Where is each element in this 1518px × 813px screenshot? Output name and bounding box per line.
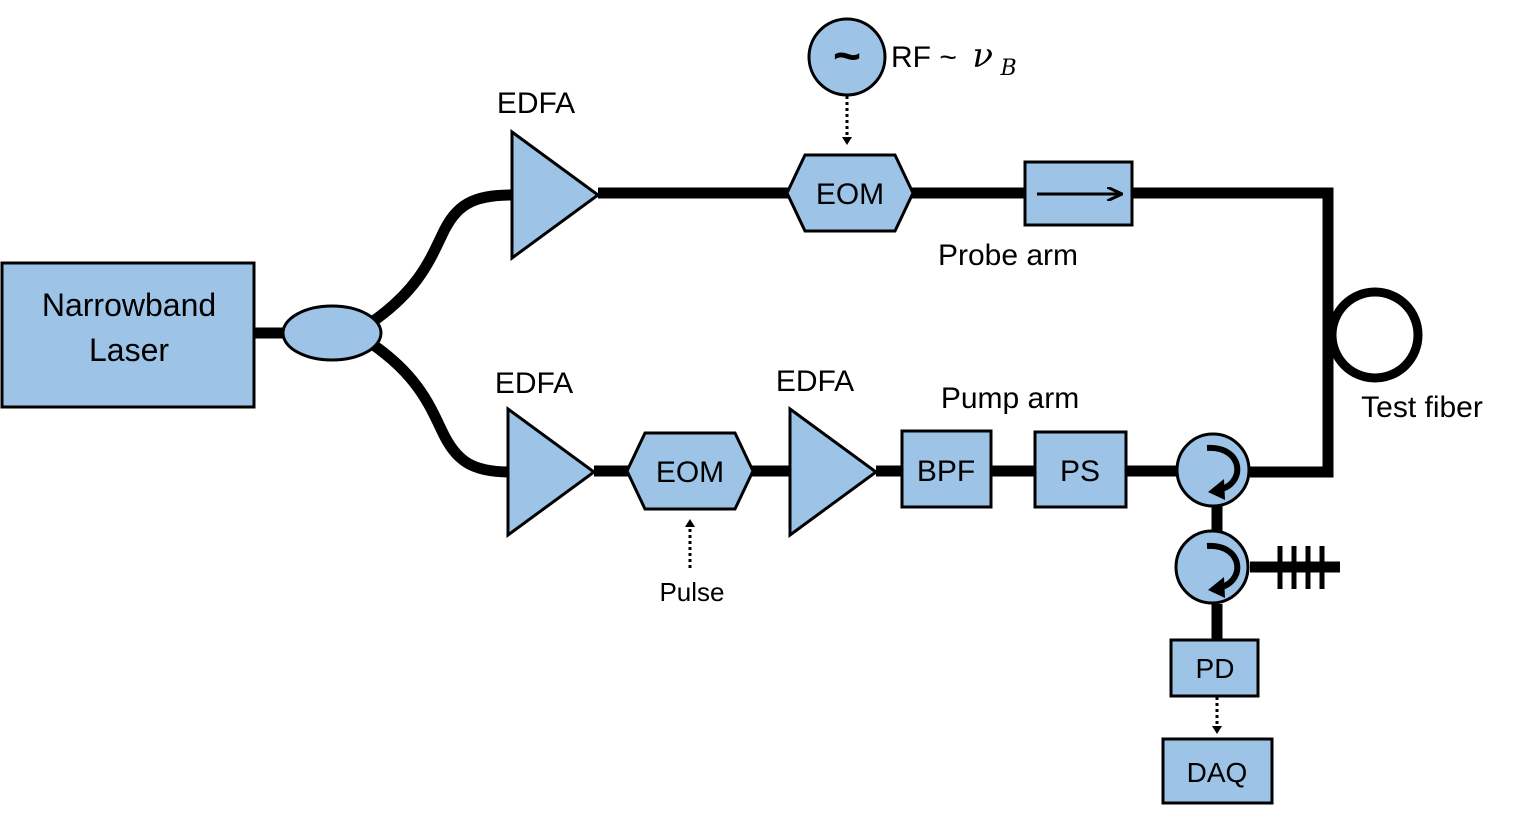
pump-edfa-2: EDFA [776,365,879,538]
laser-box [0,261,256,409]
probe-isolator-to-test-fiber [1132,187,1334,478]
circulator-2 [1174,529,1250,605]
probe-eom: EOM [785,153,915,233]
circulator-arrow-icon [1206,444,1241,500]
pump-edfa-2-label: EDFA [776,365,854,398]
isolator [1023,160,1134,227]
pump-edfa-2-triangle [788,406,879,538]
test-fiber-label: Test fiber [1361,391,1483,424]
pump-arm-label: Pump arm [941,382,1079,415]
coupler-to-pump-edfa-fiber [368,339,511,478]
ps-label: PS [1060,455,1100,488]
narrowband-laser: Narrowband Laser [0,261,256,409]
pd-label: PD [1196,653,1235,684]
ps-box [1033,430,1128,509]
rf-source: ~ RF ~ ν B [807,17,1017,145]
rf-nu-symbol: ν [972,36,993,76]
data-acquisition: DAQ [1161,737,1274,805]
daq-label: DAQ [1187,757,1248,788]
rf-subscript: B [1000,56,1017,81]
laser-label-line1: Narrowband [42,287,216,323]
probe-arm-label: Probe arm [938,239,1078,272]
pulse-label: Pulse [659,577,724,607]
fiber-coupler [281,304,383,362]
test-fiber-loop [1327,287,1423,383]
bpf-label: BPF [917,455,975,488]
probe-eom-hexagon [785,153,915,233]
pump-edfa-1-triangle [506,406,597,538]
bpf-box [900,429,993,509]
photodetector: PD [1169,638,1260,698]
probe-eom-label: EOM [816,178,884,211]
band-pass-filter: BPF [900,429,993,509]
fiber-bragg-grating-icon [1277,546,1325,589]
pump-edfa-1: EDFA [495,367,597,538]
pd-box [1169,638,1260,698]
rf-source-glyph: ~ [833,30,861,83]
laser-label-line2: Laser [89,332,169,368]
pump-edfa-1-label: EDFA [495,367,573,400]
pump-eom-hexagon [625,431,755,511]
probe-edfa-label: EDFA [497,87,575,120]
probe-edfa: EDFA [497,87,601,261]
rf-frequency-label: RF ~ ν B [891,36,1017,81]
probe-edfa-triangle [510,129,601,261]
test-fiber: Test fiber [1327,287,1483,424]
rf-source-circle [807,17,887,97]
coupler-to-probe-edfa-fiber [368,189,513,327]
daq-box [1161,737,1274,805]
circulator-1 [1175,432,1251,508]
polarization-scrambler: PS [1033,430,1128,509]
pump-eom-label: EOM [656,456,724,489]
rf-prefix: RF ~ [891,41,957,74]
circulator-arrow-icon [1206,542,1241,598]
pump-eom: EOM Pulse [625,431,755,607]
